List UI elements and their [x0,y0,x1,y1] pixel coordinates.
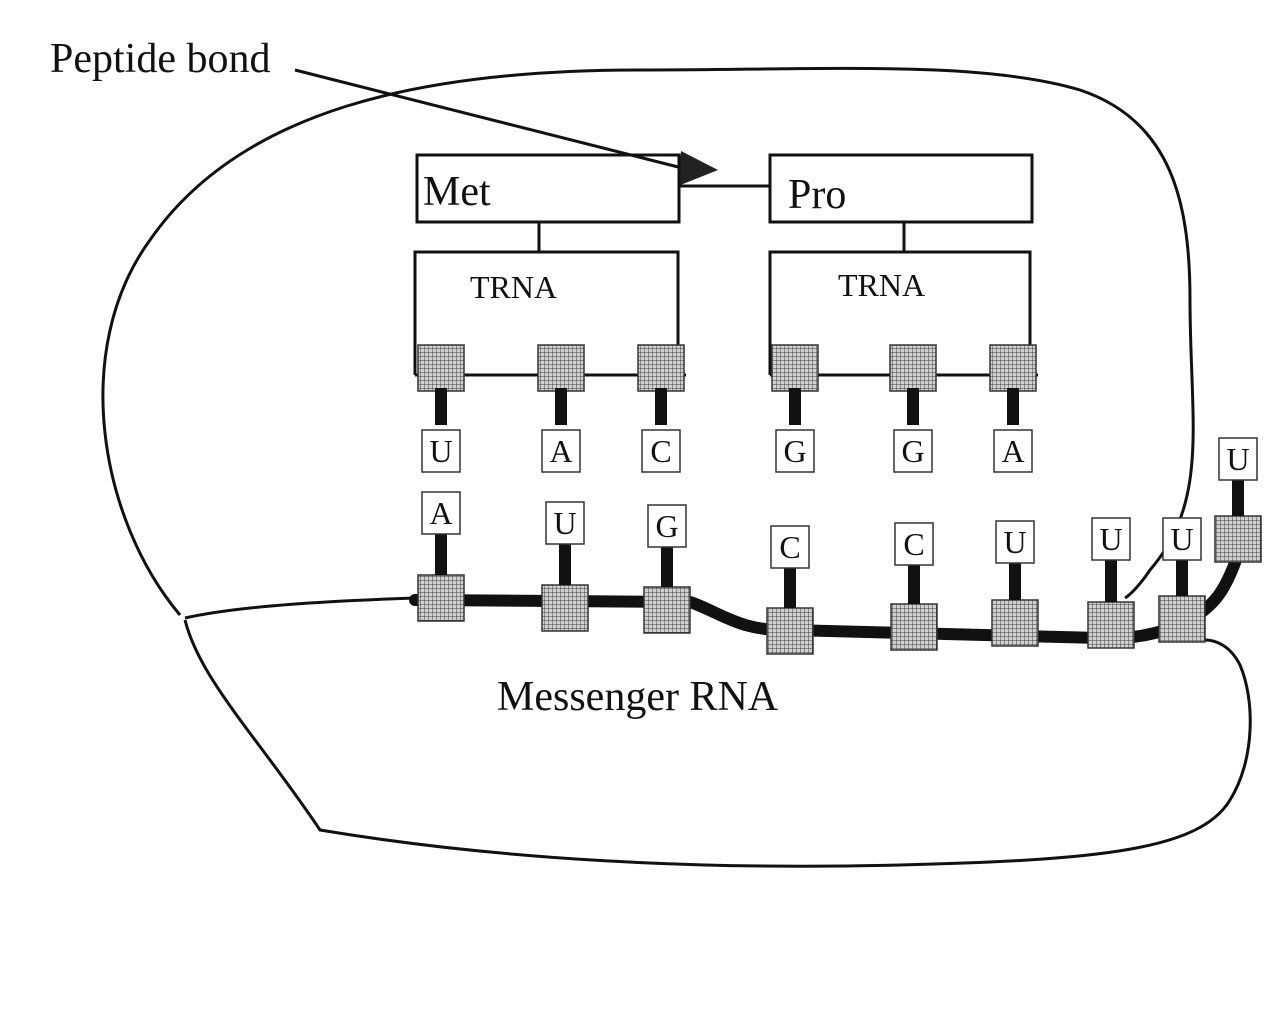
base-stem [1232,480,1244,516]
codon-base: C [766,525,814,655]
base-letter: U [1170,521,1193,557]
codon-base: U [1087,517,1135,649]
base-letter: A [549,433,572,469]
base-letter-box [775,429,815,473]
base-stem [789,388,801,425]
base-block [766,607,814,655]
base-block [991,599,1039,647]
base-block [889,344,937,392]
base-letter-box [421,429,461,473]
base-letter: C [779,529,800,565]
base-letter-box [541,429,581,473]
messenger-rna-label: Messenger RNA [497,674,779,720]
base-block [1158,595,1206,643]
base-letter: A [429,495,452,531]
base-letter-box [770,525,810,569]
codon-base: U [541,501,589,632]
codon-base: A [417,491,465,622]
base-stem [655,388,667,425]
codon-group: A U G C C U U U U [417,437,1262,655]
base-stem [1105,560,1117,602]
codon-base: G [643,504,691,634]
base-letter: C [650,433,671,469]
base-block [417,574,465,622]
base-block [417,344,465,392]
base-stem [559,544,571,585]
base-block [1214,515,1262,563]
base-letter-box [647,504,687,548]
base-block [890,603,938,651]
anticodon-base: G [889,344,937,473]
anticodon-base: U [417,344,465,473]
anticodon-base: G [771,344,819,473]
amino-acid-pro: Pro [768,153,1034,224]
base-letter-box [894,522,934,566]
amino-acid-met: Met [415,153,681,224]
base-letter: G [901,433,924,469]
base-stem [908,565,920,604]
anticodon-base: A [989,344,1037,473]
base-stem [555,388,567,425]
base-letter-box [1162,517,1202,561]
base-letter: U [1099,521,1122,557]
base-stem [435,534,447,575]
base-stem [1009,563,1021,600]
base-block [541,584,589,632]
base-letter-box [421,491,461,535]
base-letter: G [655,508,678,544]
base-block [537,344,585,392]
base-block [771,344,819,392]
ribosome-lower-outline [183,619,1252,868]
base-letter-box [993,429,1033,473]
peptide-bond-arrow-line [294,68,691,172]
base-stem [907,388,919,425]
base-stem [661,547,673,587]
anticodon-base: C [637,344,685,473]
codon-base: U [1158,517,1206,643]
codon-base: C [890,522,938,651]
amino-acid-label: Met [423,169,491,215]
base-letter-box [995,520,1035,564]
peptide-bond-arrowhead [678,151,718,186]
base-stem [1007,388,1019,425]
base-letter-box [641,429,681,473]
base-letter: G [783,433,806,469]
peptide-bond-label: Peptide bond [50,36,270,82]
anticodon-base: A [537,344,585,473]
base-letter: U [1226,441,1249,477]
base-letter: C [903,526,924,562]
base-letter: U [1003,524,1026,560]
base-block [1087,601,1135,649]
base-letter: U [429,433,452,469]
base-stem [1176,560,1188,596]
ribosome-join-line [184,596,416,620]
base-letter: U [553,505,576,541]
base-letter-box [1091,517,1131,561]
codon-base: U [991,520,1039,647]
base-letter-box [893,429,933,473]
base-letter-box [545,501,585,545]
amino-acid-label: Pro [788,172,846,218]
trna-label: TRNA [838,267,925,303]
base-letter: A [1001,433,1024,469]
base-stem [784,568,796,608]
base-stem [435,388,447,425]
base-block [637,344,685,392]
trna-label: TRNA [470,269,557,305]
codon-base: U [1214,437,1262,563]
base-block [989,344,1037,392]
base-letter-box [1218,437,1258,481]
ribosome-outline [101,66,1195,616]
base-block [643,586,691,634]
